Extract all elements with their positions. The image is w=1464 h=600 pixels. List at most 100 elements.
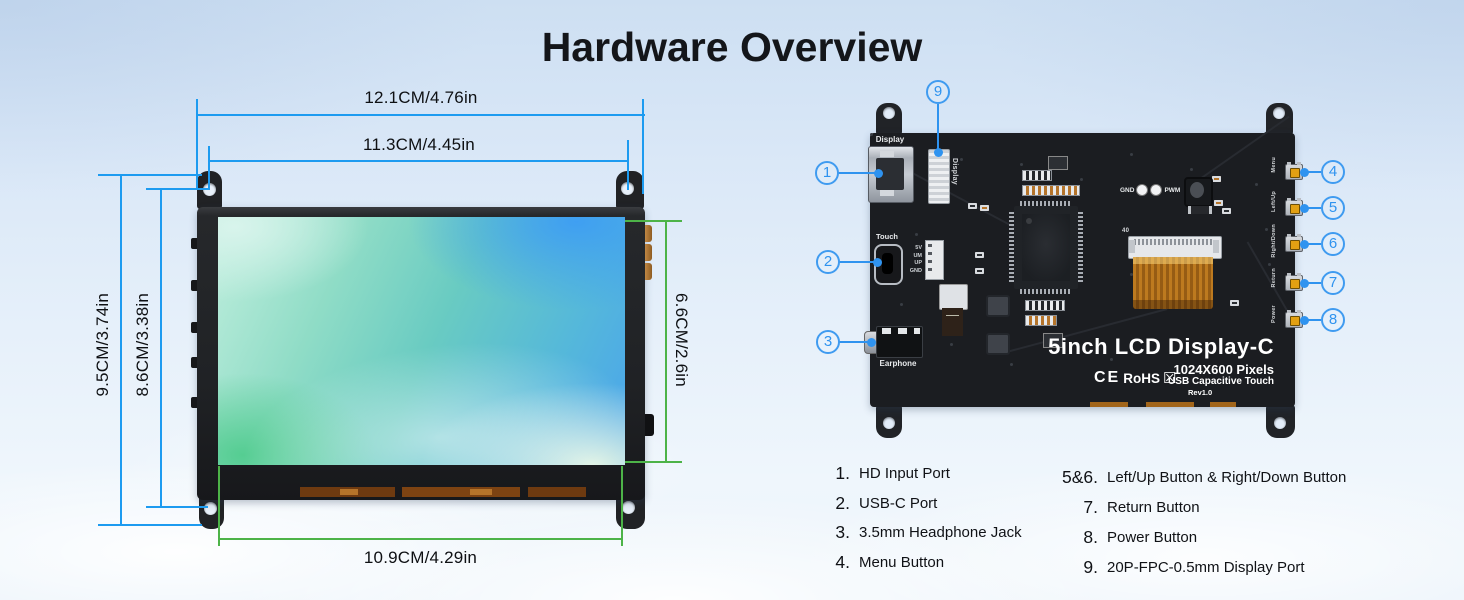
chip-pins-left	[1009, 212, 1014, 283]
smd-component	[975, 252, 984, 258]
legend-num: 7.	[1083, 496, 1098, 517]
legend-label: 3.5mm Headphone Jack	[859, 524, 1022, 542]
usbc-port-label: Touch	[876, 232, 898, 241]
display-ribbon-cable	[1133, 257, 1213, 309]
chip-body-center	[1022, 214, 1070, 281]
dim-tick	[146, 506, 208, 508]
callout-line	[1306, 207, 1321, 209]
legend-item-7: 7. Return Button	[1018, 492, 1346, 522]
callout-3: 3	[816, 330, 840, 354]
legend-item-9: 9. 20P-FPC-0.5mm Display Port	[1018, 552, 1346, 582]
inductor-coil	[1190, 182, 1204, 198]
pin-label-5v: 5V	[915, 245, 922, 251]
earphone-jack-pad	[882, 328, 891, 334]
smd-array	[1022, 170, 1052, 181]
hdmi-contact	[880, 190, 894, 196]
pwm-label: PWM	[1164, 186, 1181, 194]
front-side-tab	[191, 280, 197, 291]
gnd-pwm-pads: GND PWM	[1120, 184, 1180, 196]
front-mount-hole	[622, 501, 635, 514]
dim-tick	[218, 466, 220, 546]
chip-pins-bottom	[1020, 289, 1072, 294]
callout-dot	[1300, 240, 1309, 249]
ribbon-contact-band	[1133, 257, 1213, 264]
legend-left-column: 1. HD Input Port 2. USB-C Port 3. 3.5mm …	[802, 459, 1022, 577]
legend-num: 9.	[1083, 556, 1098, 577]
chip-pins-right	[1078, 212, 1083, 283]
fpc40-label: 40	[1122, 228, 1130, 234]
dim-line	[665, 221, 667, 463]
front-side-tab	[191, 397, 197, 408]
dim-screen-height: 6.6CM/2.6in	[672, 293, 691, 387]
pcb-edge-contacts	[1146, 402, 1194, 407]
page-title: Hardware Overview	[541, 24, 923, 70]
dim-hole-width: 11.3CM/4.45in	[363, 135, 475, 154]
callout-line	[1306, 282, 1321, 284]
pcb-vias	[870, 133, 873, 136]
earphone-jack-pad	[914, 328, 920, 334]
front-side-button	[645, 263, 652, 280]
smd-component	[980, 205, 989, 211]
smd-array	[1025, 300, 1065, 311]
legend-item-2: 2. USB-C Port	[802, 489, 1022, 519]
callout-9: 9	[926, 80, 950, 104]
pwm-pad-icon	[1150, 184, 1163, 196]
legend-num: 5&6.	[1062, 466, 1098, 487]
legend-label: USB-C Port	[859, 494, 938, 512]
smd-component	[1222, 208, 1231, 214]
rohs-mark: RoHS	[1123, 370, 1160, 386]
callout-line	[937, 104, 939, 150]
silk-revision: Rev1.0	[1188, 388, 1213, 397]
dim-outer-width: 12.1CM/4.76in	[364, 88, 478, 107]
button-label-power: Power	[1271, 305, 1277, 324]
ribbon-shadow-band	[1133, 300, 1213, 309]
pin-label-up: UP	[914, 260, 922, 266]
dim-line	[120, 175, 122, 526]
silk-touch-type: USB Capacitive Touch	[1168, 376, 1274, 387]
callout-4: 4	[1321, 160, 1345, 184]
hdmi-port-label: Display	[875, 135, 905, 144]
pcb-mount-hole	[883, 107, 895, 119]
legend-item-3: 3. 3.5mm Headphone Jack	[802, 518, 1022, 548]
smd-component	[975, 268, 984, 274]
fpc40-pins	[1134, 239, 1214, 245]
callout-2: 2	[816, 250, 840, 274]
front-side-tab	[191, 322, 197, 333]
smd-capacitor	[1188, 206, 1212, 214]
dim-tick	[642, 99, 644, 194]
dim-line	[197, 114, 645, 116]
weee-bin-icon: ☒	[1162, 370, 1177, 387]
usbc-port-slot	[882, 253, 893, 274]
touch-fpc-connector	[939, 284, 968, 310]
smd-array	[1022, 185, 1080, 196]
callout-dot	[874, 169, 883, 178]
legend-num: 8.	[1083, 526, 1098, 547]
callout-line	[839, 341, 869, 343]
callout-line	[1306, 243, 1321, 245]
legend-label: Menu Button	[859, 553, 945, 571]
legend-label: Left/Up Button & Right/Down Button	[1107, 468, 1347, 486]
dim-line	[209, 160, 629, 162]
dim-line	[218, 538, 623, 540]
button-label-menu: Menu	[1271, 157, 1277, 173]
gnd-pad-icon	[1136, 184, 1149, 196]
dim-tick	[98, 524, 202, 526]
display-fpc-connector	[928, 149, 950, 204]
legend-item-8: 8. Power Button	[1018, 522, 1346, 552]
dim-tick	[621, 466, 623, 546]
callout-dot	[934, 148, 943, 157]
inductor	[986, 333, 1010, 355]
front-side-tab	[191, 238, 197, 249]
pcb-edge-contacts	[1090, 402, 1128, 407]
callout-line	[1306, 319, 1321, 321]
dim-tick	[208, 146, 210, 190]
dim-outer-height: 9.5CM/3.74in	[93, 293, 112, 397]
front-fpc-strip	[528, 487, 586, 497]
gnd-label: GND	[1120, 186, 1135, 194]
wire-header-pins	[928, 244, 932, 274]
legend-label: HD Input Port	[859, 465, 950, 483]
wire-pin-labels: 5V UM UP GND	[896, 245, 922, 275]
touch-fpc-ribbon	[942, 308, 963, 336]
front-fpc-strip	[340, 489, 358, 495]
